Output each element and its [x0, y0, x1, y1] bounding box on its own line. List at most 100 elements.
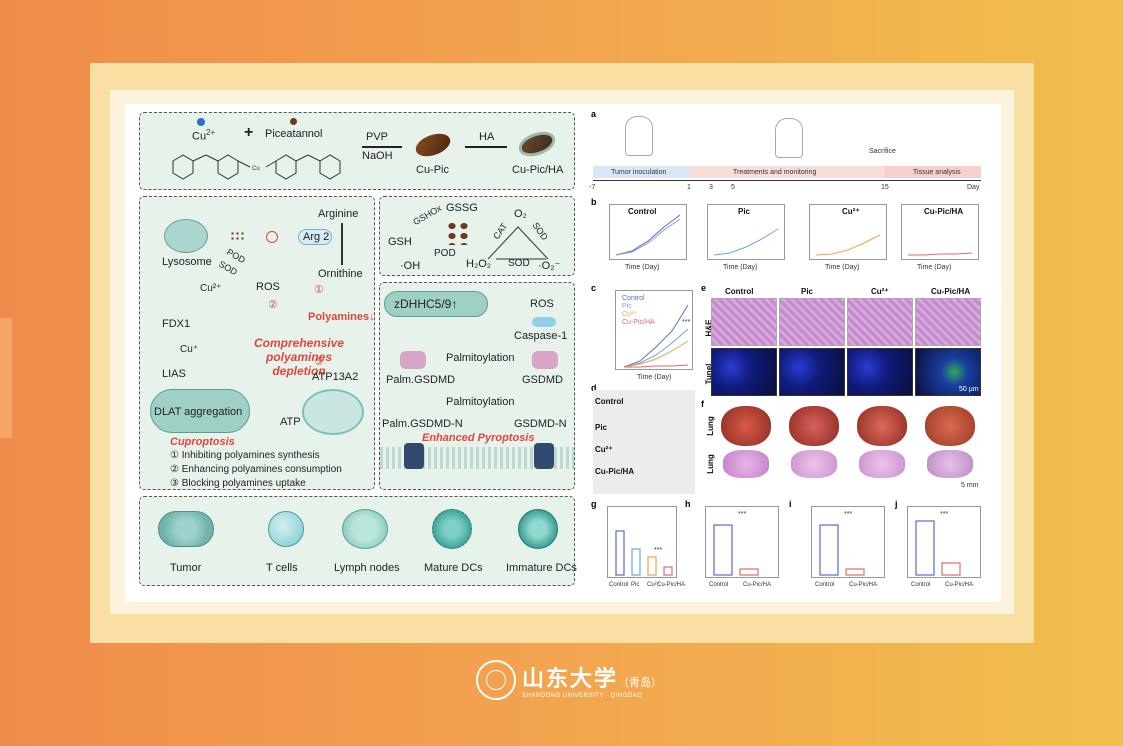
lysosome-label: Lysosome: [162, 256, 212, 268]
palm-gsdmd-n-label: Palm.GSDMD-N: [382, 418, 463, 430]
panel-a-letter: a: [591, 109, 597, 119]
row-label: Cu-Pic/HA: [595, 467, 635, 476]
tick-label: Cu-Pic/HA: [945, 582, 974, 588]
protein-icon: [400, 351, 426, 369]
cell-membrane-icon: [302, 389, 364, 435]
tick-label: Control: [911, 582, 931, 588]
pod-label: POD: [434, 248, 456, 259]
polyamines-plot: [915, 520, 961, 576]
panel-j-letter: j: [895, 499, 898, 509]
bar: [647, 556, 657, 576]
university-name-cn: 山东大学: [522, 666, 619, 692]
timeline-segment-inoculation: [593, 166, 689, 178]
growth-chart-cu: Cu²⁺: [809, 204, 887, 260]
x-axis-label: Time (Day): [825, 264, 860, 271]
particles-icon: [230, 231, 244, 241]
plus-sign: +: [244, 124, 254, 141]
university-seal-icon: [476, 660, 516, 700]
lung-photo: [721, 406, 771, 446]
synthesis-box: Cu2+ + Piceatannol Cu PVP NaOH Cu-Pic HA…: [139, 112, 575, 190]
lias-label: LIAS: [162, 368, 186, 380]
tumor-icon: [158, 511, 214, 547]
lysosome-icon: [164, 219, 208, 253]
growth-chart-control: Control: [609, 204, 687, 260]
legend-pic: Pic: [622, 303, 632, 310]
dlat-label: DLAT aggregation: [154, 406, 243, 418]
ros-label: ROS: [256, 281, 280, 293]
scale-bar-label: 50 μm: [959, 386, 979, 393]
tick-label: -7: [589, 184, 596, 191]
panel-e-letter: e: [701, 283, 707, 293]
palmitoylation-label-2: Palmitoylation: [446, 396, 515, 408]
sacrifice-label: Sacrifice: [869, 148, 896, 155]
timeline-bar: Tumor inoculation Treatments and monitor…: [593, 166, 981, 178]
tcells-label: T cells: [266, 562, 298, 574]
mouse-icon: [625, 116, 653, 156]
significance-marker: ***: [940, 511, 949, 518]
redox-box: GSHOx GSSG GSH CAT O₂ SOD POD ·OH H₂O₂ S…: [379, 196, 575, 276]
series-line: [623, 304, 689, 368]
tumor-inoculation-label: Tumor inoculation: [611, 169, 667, 176]
atp-label: ATP: [280, 416, 301, 428]
tissue-analysis-label: Tissue analysis: [913, 169, 961, 176]
tumor-volume-plot: [623, 304, 689, 368]
h2o2-label: H₂O₂: [466, 258, 492, 270]
mitochondrion-icon: [384, 291, 488, 317]
timeline-axis: [593, 180, 981, 181]
legend-cu: Cu²⁺: [622, 311, 637, 318]
lung-section: [723, 450, 769, 478]
tunel-image-cu: [847, 348, 913, 396]
cu-pic-particle: [412, 129, 454, 161]
tunel-image-cu-pic-ha: [915, 348, 981, 396]
x-axis-label: Time (Day): [917, 264, 952, 271]
tumor-photo: Control Pic Cu²⁺ Cu-Pic/HA: [593, 390, 695, 494]
oh-label: ·OH: [400, 260, 421, 272]
t-cell-icon: [268, 511, 304, 547]
campus-name-cn: （青岛）: [618, 676, 663, 689]
chart-title: Cu-Pic/HA: [924, 207, 964, 216]
inhibit-icon: [266, 231, 278, 243]
reaction-arrow-2: [465, 146, 507, 148]
lung-section: [927, 450, 973, 478]
panel-b-letter: b: [591, 197, 597, 207]
lung-photo: [925, 406, 975, 446]
he-image-control: [711, 298, 777, 346]
treatments-label: Treatments and monitoring: [733, 169, 817, 176]
piceatannol-label: Piceatannol: [265, 128, 323, 140]
he-image-cu-pic-ha: [915, 298, 981, 346]
cu-pic-label: Cu-Pic: [416, 164, 450, 176]
bar: [713, 524, 733, 576]
left-edge-tab: [0, 318, 12, 438]
scale-bar-label: 5 mm: [961, 482, 979, 489]
series-line: [623, 328, 689, 368]
significance-marker: ***: [844, 511, 853, 518]
mature-dc-icon: [432, 509, 472, 549]
x-axis-label: Time (Day): [723, 264, 758, 271]
polyamines-label: Polyamines↓: [308, 311, 375, 323]
particles-icon: [446, 221, 470, 245]
naoh-label: NaOH: [362, 150, 393, 162]
he-image-cu: [847, 298, 913, 346]
tick-label: Cu-Pic/HA: [743, 582, 772, 588]
cu-ion-dot: [197, 118, 205, 126]
caspase-icon: [532, 317, 556, 327]
step-1-marker: ①: [314, 284, 324, 296]
panel-i-letter: i: [789, 499, 792, 509]
arg2-label: Arg 2: [303, 231, 330, 243]
tunel-image-pic: [779, 348, 845, 396]
immature-dc-icon: [518, 509, 558, 549]
row-label: Lung: [705, 416, 715, 436]
immune-box: Tumor T cells Lymph nodes Mature DCs Imm…: [139, 496, 577, 586]
cu2-label: Cu²⁺: [200, 283, 222, 294]
legend-item-1: ① Inhibiting polyamines synthesis: [170, 450, 320, 461]
tumor-label: Tumor: [170, 562, 202, 574]
column-header: Control: [725, 287, 754, 296]
cuproptosis-label: Cuproptosis: [170, 436, 235, 448]
superoxide-label: ·O₂⁻: [538, 260, 561, 272]
gsdmd-n-label: GSDMD-N: [514, 418, 567, 430]
university-logo: 山东大学 （青岛） SHANDONG UNIVERSITY · QINGDAO: [476, 660, 662, 700]
legend-item-3: ③ Blocking polyamines uptake: [170, 478, 306, 489]
tick-label: Pic: [631, 582, 640, 588]
ros-label: ROS: [530, 298, 554, 310]
column-header: Cu²⁺: [871, 287, 889, 296]
